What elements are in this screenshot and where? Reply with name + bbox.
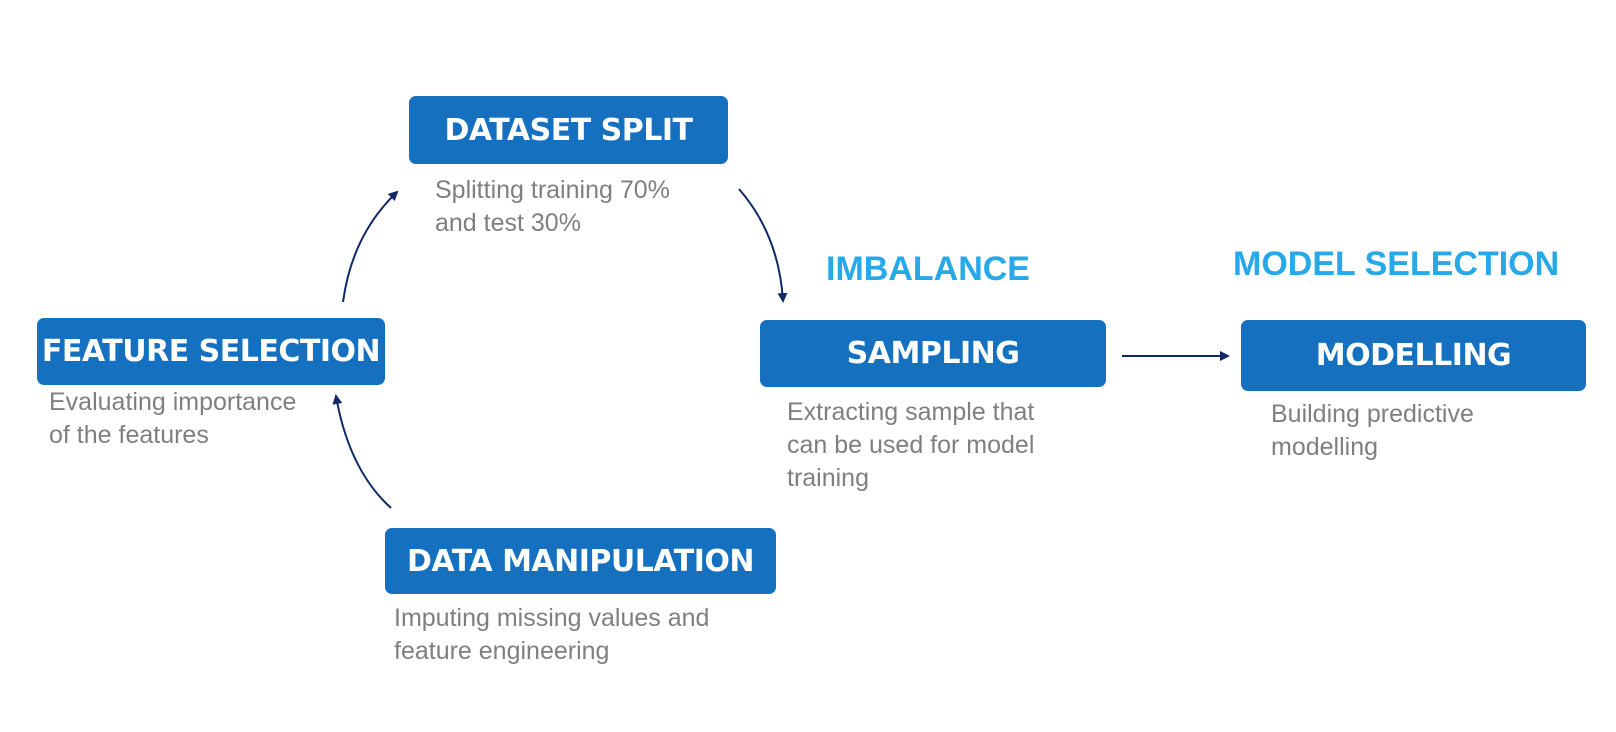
- modelling-label: MODELLING: [1315, 338, 1512, 373]
- feature-selection-description: Evaluating importance of the features: [49, 388, 297, 449]
- dataset-split-box: DATASET SPLIT: [409, 96, 728, 164]
- modelling-box: MODELLING: [1241, 320, 1586, 391]
- sampling-box: SAMPLING: [760, 320, 1106, 387]
- data-manipulation-label: DATA MANIPULATION: [406, 543, 755, 579]
- data-manipulation-box: DATA MANIPULATION: [385, 528, 776, 594]
- feature-selection-box: FEATURE SELECTION: [37, 318, 385, 385]
- feature-selection-label: FEATURE SELECTION: [41, 334, 381, 369]
- sampling-label: SAMPLING: [846, 336, 1020, 371]
- sampling-description: Extracting sample that can be used for m…: [787, 398, 1035, 492]
- model-selection-heading: MODEL SELECTION: [1233, 245, 1560, 283]
- arrow-manipulation-to-feature: [332, 394, 392, 509]
- dataset-split-description: Splitting training 70% and test 30%: [435, 176, 670, 237]
- arrow-feature-to-dataset: [342, 190, 399, 303]
- dataset-split-label: DATASET SPLIT: [444, 112, 694, 148]
- data-manipulation-description: Imputing missing values and feature engi…: [394, 604, 710, 665]
- imbalance-heading: IMBALANCE: [826, 250, 1030, 288]
- arrow-dataset-to-sampling: [738, 188, 788, 303]
- modelling-description: Building predictive modelling: [1271, 400, 1474, 461]
